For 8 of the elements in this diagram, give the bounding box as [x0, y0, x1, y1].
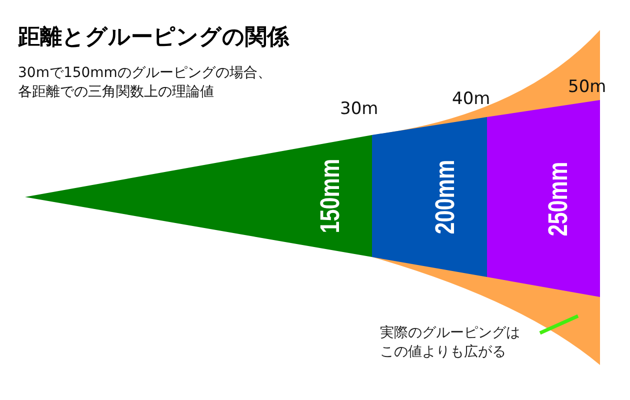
distance-label: 30m: [340, 100, 378, 119]
size-label: 150mm: [314, 158, 346, 236]
size-label: 250mm: [542, 160, 574, 238]
note-text: 実際のグルーピングはこの値よりも広がる: [380, 324, 521, 362]
distance-label: 40m: [452, 90, 490, 109]
subtitle: 30mで150mmのグルーピングの場合、各距離での三角関数上の理論値: [18, 64, 272, 102]
title: 距離とグルーピングの関係: [18, 24, 289, 52]
size-label: 200mm: [429, 158, 461, 236]
